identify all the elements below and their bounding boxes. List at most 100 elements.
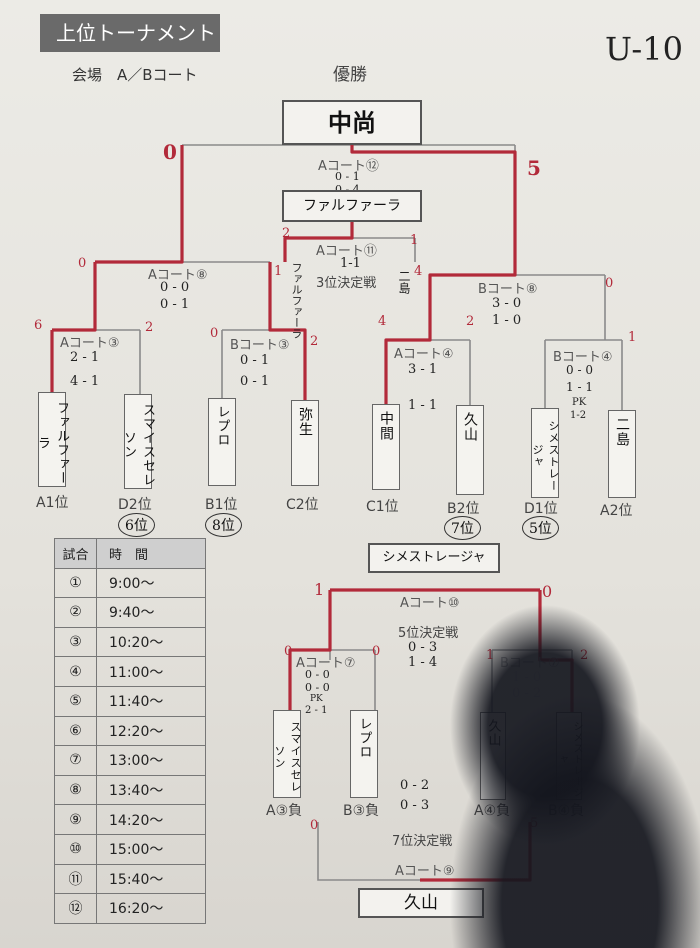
- semi-right-court: Bコート⑧: [478, 282, 538, 297]
- seed-label: C1位: [366, 499, 399, 515]
- match-number: ⑫: [54, 893, 97, 924]
- b7-score-1: 1 - 0: [512, 670, 542, 685]
- match-time: 14:20～: [96, 804, 206, 835]
- seed-label: A1位: [36, 495, 69, 511]
- rank-badge: 7位: [444, 516, 481, 540]
- seed-label: C2位: [286, 497, 319, 513]
- semi-right-right-score: 0: [605, 276, 614, 291]
- final-left-score: 0: [163, 140, 177, 164]
- a7-left-score: 0: [284, 644, 293, 659]
- seventh-court: Aコート⑨: [395, 864, 455, 879]
- qf1-score-2: 4 - 1: [70, 374, 100, 389]
- third-left-score: 2: [282, 226, 291, 241]
- match-number: ⑧: [54, 774, 97, 806]
- qf4-court: Bコート④: [553, 350, 613, 365]
- qf3-left-score: 4: [378, 314, 387, 329]
- fifth-score-1: 0 - 3: [408, 640, 438, 655]
- qf1-score-1: 2 - 1: [70, 350, 100, 365]
- qf3-score-1: 3 - 1: [408, 362, 438, 377]
- team-box: 二島: [608, 410, 636, 498]
- seventh-left-score: 0: [310, 818, 319, 833]
- qf3-score-2: 1 - 1: [408, 398, 438, 413]
- team-box: シメストレージャ: [531, 408, 560, 498]
- venue-label: 会場 A／Bコート: [72, 66, 198, 84]
- match-time: 11:00～: [96, 656, 206, 687]
- match-time: 15:00～: [96, 833, 206, 865]
- a7-score-1: 0 - 0: [305, 668, 330, 681]
- seed-label: A2位: [600, 503, 633, 519]
- match-number: ⑩: [54, 833, 97, 865]
- qf3-court: Aコート④: [394, 347, 454, 362]
- match-time: 9:40～: [96, 597, 206, 628]
- fifth-score-2: 1 - 4: [408, 655, 438, 670]
- final-right-score: 5: [527, 156, 541, 180]
- qf4-score-pk: PK: [572, 397, 587, 408]
- match-number: ④: [54, 656, 97, 687]
- a7-right-score: 0: [372, 644, 381, 659]
- fifth-court: Aコート⑩: [400, 596, 460, 611]
- qf2-score-1: 0 - 1: [240, 353, 270, 368]
- a7-score-3: 2 - 1: [305, 705, 328, 716]
- semi-left-score-2: 0 - 1: [160, 297, 190, 312]
- third-right-team: 二島: [397, 270, 411, 294]
- qf1-right-score: 2: [145, 320, 154, 335]
- semi-right-score-1: 3 - 0: [492, 296, 522, 311]
- match-time: 15:40～: [96, 863, 206, 895]
- seventh-label: 7位決定戦: [392, 834, 453, 849]
- match-time: 11:40～: [96, 685, 206, 717]
- semi-right-left-score: 4: [414, 264, 423, 279]
- b7-court: Bコート⑦: [500, 656, 560, 671]
- semi-left-court: Aコート⑧: [148, 268, 208, 283]
- fifth-right-score: 0: [542, 582, 553, 601]
- fifth-left-score: 1: [314, 580, 325, 599]
- seed-label: A③負: [266, 803, 303, 819]
- team-box: レプロ: [350, 710, 378, 798]
- seventh-right-score: 5: [530, 816, 539, 831]
- seed-label: B1位: [205, 497, 238, 513]
- page-title: 上位トーナメント: [40, 14, 220, 52]
- third-court: Aコート⑪: [316, 244, 377, 259]
- third-score: 1-1: [340, 256, 361, 271]
- qf2-left-score: 0: [210, 326, 219, 341]
- match-number: ⑥: [54, 715, 97, 747]
- seventh-winner-box: 久山: [358, 888, 484, 918]
- winner-label: 優勝: [333, 65, 367, 85]
- match-time: 10:20～: [96, 626, 206, 658]
- schedule-header-row: 試合 時 間: [54, 538, 206, 569]
- match-number: ⑪: [54, 863, 97, 895]
- qf2-score-2: 0 - 1: [240, 374, 270, 389]
- fifth-winner-box: シメストレージャ: [368, 543, 500, 573]
- semi-left-score-1: 0 - 0: [160, 280, 190, 295]
- seed-label: A④負: [474, 803, 511, 819]
- team-box: シメストレージャ: [556, 712, 582, 800]
- match-number: ③: [54, 626, 97, 658]
- qf4-score-3: 1-2: [570, 410, 587, 421]
- seventh-score-1: 0 - 2: [400, 778, 430, 793]
- seventh-score-2: 0 - 3: [400, 798, 430, 813]
- age-class: U-10: [605, 30, 683, 68]
- b7-right-score: 2: [580, 648, 589, 663]
- third-left-team: ファルファーラ: [290, 262, 303, 339]
- qf3-right-score: 2: [466, 314, 475, 329]
- match-time: 13:00～: [96, 745, 206, 776]
- qf2-court: Bコート③: [230, 338, 290, 353]
- qf2-right-score: 2: [310, 334, 319, 349]
- qf4-right-score: 1: [628, 330, 637, 345]
- schedule-header-match: 試合: [54, 538, 97, 569]
- champion-box: 中尚: [282, 100, 422, 145]
- team-box: 中間: [372, 404, 400, 490]
- a7-score-2: 0 - 0: [305, 681, 330, 694]
